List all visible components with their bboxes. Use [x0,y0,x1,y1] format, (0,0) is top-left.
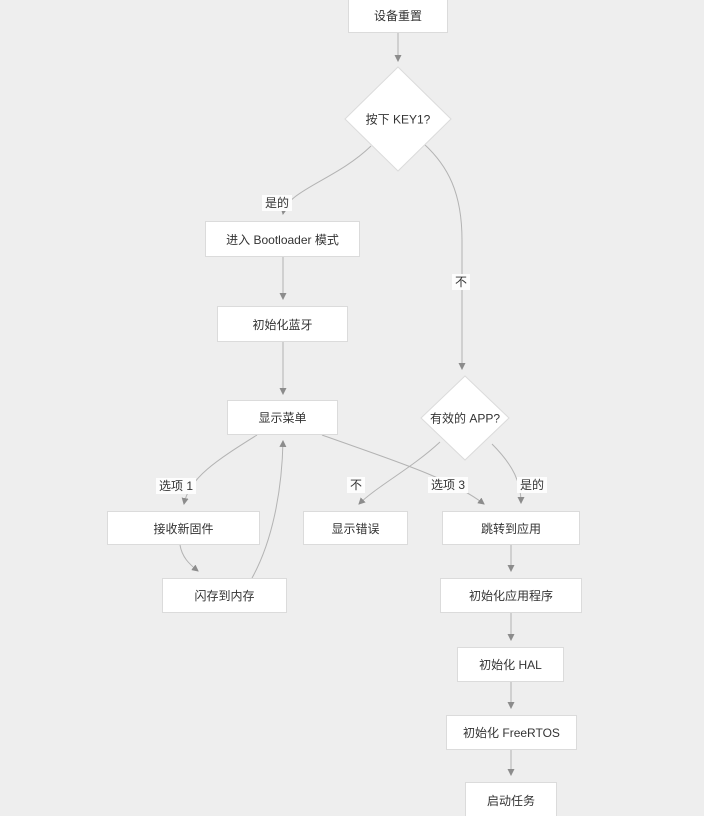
edge-flash-return-to-menu [251,439,287,579]
edge-menu-option3-to-jump [321,434,485,505]
edge-label-yes-1: 是的 [261,195,293,211]
node-start-tasks: 启动任务 [465,782,557,816]
decision-validapp-shape [420,375,510,461]
node-show-menu: 显示菜单 [227,400,338,435]
edge-label-no-1: 不 [451,274,471,290]
edge-key1-yes-to-bootloader [280,145,372,216]
node-flash-to-memory: 闪存到内存 [162,578,287,613]
edge-validapp-yes-to-jump [491,443,525,505]
edge-key1-no-to-validapp [423,143,466,371]
decision-key1-shape [344,66,452,172]
edge-validapp-no-to-error [358,441,441,505]
node-init-hal: 初始化 HAL [457,647,564,682]
edge-label-no-2: 不 [346,477,366,493]
decision-validapp-label: 有效的 APP? [429,411,501,426]
node-device-reset: 设备重置 [348,0,448,33]
node-init-freertos: 初始化 FreeRTOS [446,715,577,750]
edge-label-option-1: 选项 1 [155,478,197,494]
edge-menu-option1-to-receive [181,434,258,506]
node-init-application: 初始化应用程序 [440,578,582,613]
decision-key1-label: 按下 KEY1? [365,112,431,127]
edge-receive-to-flash [179,544,199,572]
node-jump-to-app: 跳转到应用 [442,511,580,545]
node-receive-firmware: 接收新固件 [107,511,260,545]
node-enter-bootloader: 进入 Bootloader 模式 [205,221,360,257]
node-init-bluetooth: 初始化蓝牙 [217,306,348,342]
edge-label-option-3: 选项 3 [427,477,469,493]
edge-label-yes-2: 是的 [516,477,548,493]
node-show-error: 显示错误 [303,511,408,545]
